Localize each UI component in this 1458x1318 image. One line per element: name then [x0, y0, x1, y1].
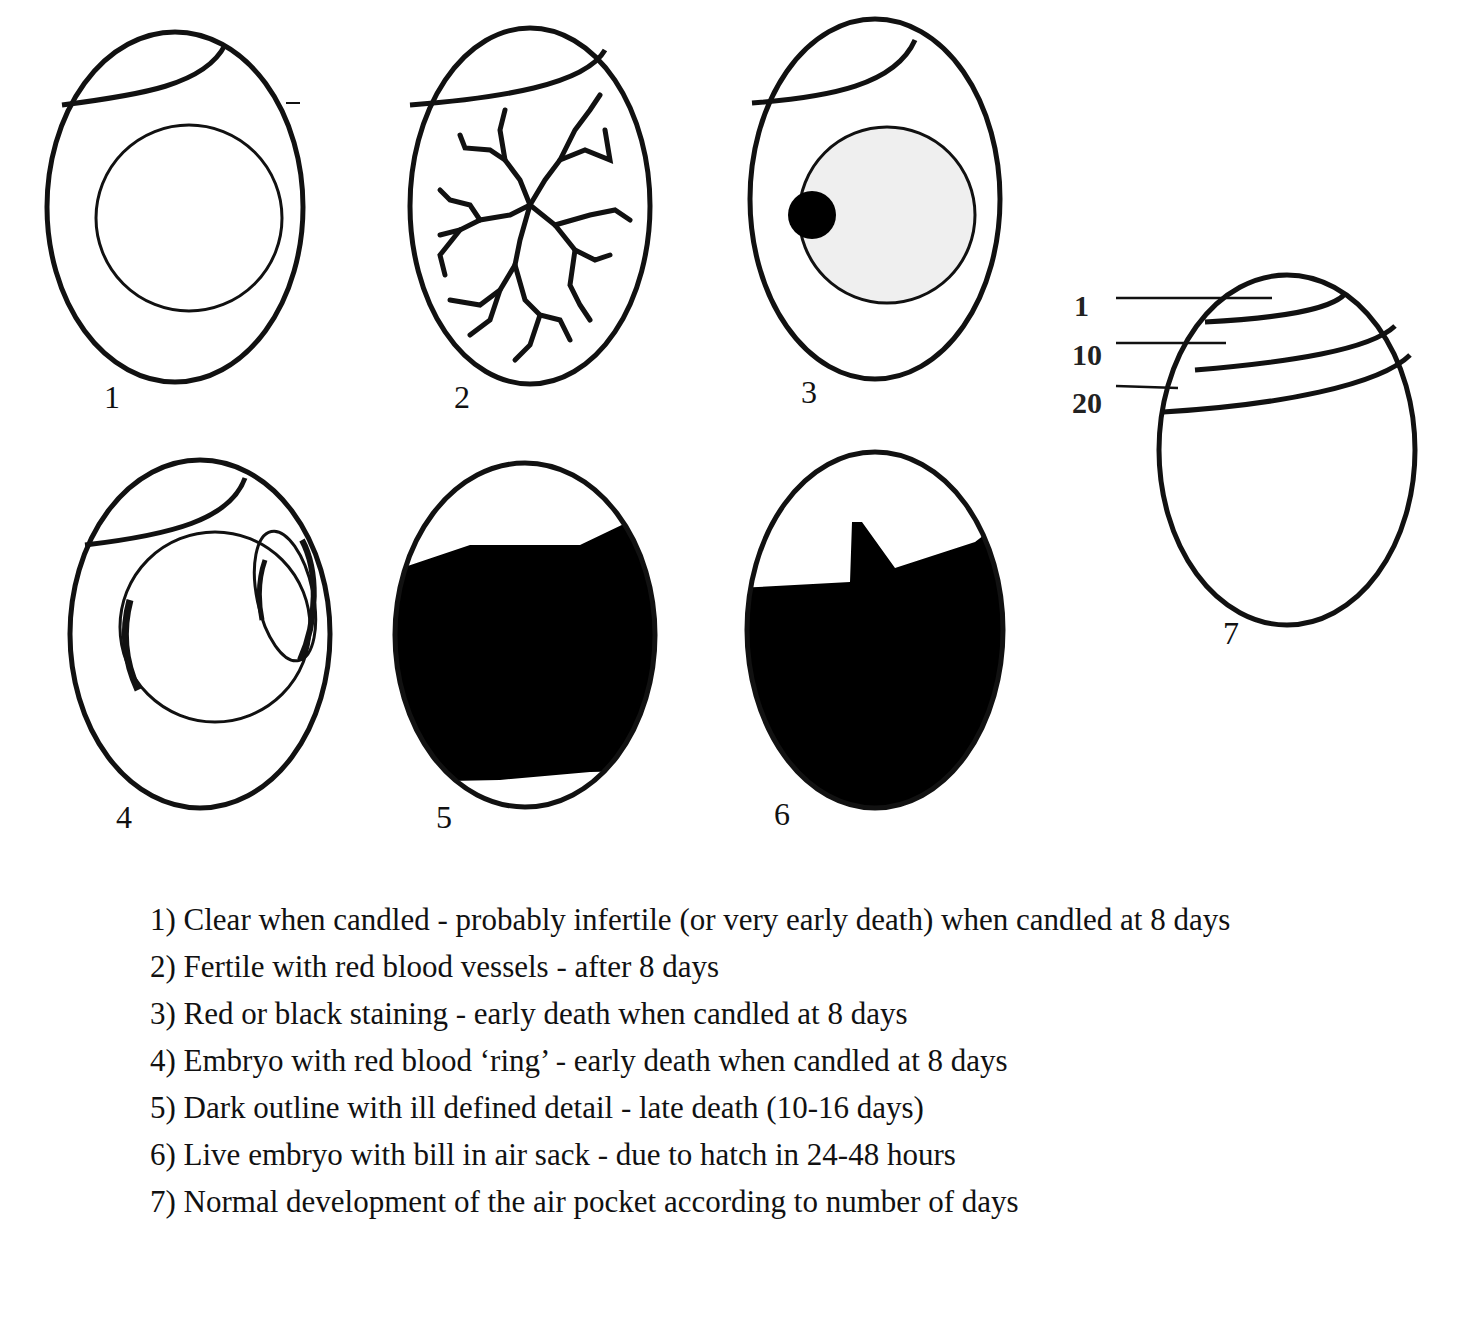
egg-number: 5: [436, 801, 452, 833]
note-line: 7) Normal development of the air pocket …: [150, 1178, 1350, 1225]
note-line: 4) Embryo with red blood ‘ring’ - early …: [150, 1037, 1350, 1084]
leader-line: [1116, 297, 1272, 300]
day-marker: 1: [1074, 291, 1089, 321]
blood-vessels: [440, 95, 630, 360]
egg-outline: [395, 463, 655, 807]
air-cell-line: [62, 45, 225, 105]
air-cell-line: [85, 478, 245, 545]
note-line: 6) Live embryo with bill in air sack - d…: [150, 1131, 1350, 1178]
egg-illustrations: [0, 0, 1458, 880]
egg-outline: [47, 32, 303, 382]
air-cell-line: [410, 50, 605, 105]
note-line: 3) Red or black staining - early death w…: [150, 990, 1350, 1037]
egg-stained: [750, 19, 1000, 379]
notes-block: 1) Clear when candled - probably inferti…: [150, 896, 1350, 1225]
vessel: [555, 210, 630, 225]
blood-ring-arc: [125, 600, 138, 690]
vessel: [500, 110, 505, 160]
egg-outline: [70, 460, 330, 808]
dark-stain: [788, 191, 836, 239]
vessel: [515, 315, 540, 360]
vessel: [560, 130, 610, 160]
leader-line: [1116, 342, 1226, 345]
day-marker: 20: [1072, 388, 1102, 418]
embryo-circle: [120, 532, 310, 722]
air-pocket-line: [1163, 355, 1410, 412]
egg-number: 3: [801, 376, 817, 408]
day-marker: 10: [1072, 340, 1102, 370]
egg-late-death: [390, 463, 665, 807]
egg-outline: [1159, 275, 1415, 625]
egg-air-pocket: [1116, 275, 1415, 625]
vessel: [460, 135, 530, 205]
blood-ring-arc: [259, 560, 265, 620]
egg-number: 4: [116, 801, 132, 833]
embryo-fill: [740, 515, 1010, 815]
note-line: 2) Fertile with red blood vessels - afte…: [150, 943, 1350, 990]
air-pocket-line: [1195, 326, 1395, 370]
egg-number: 7: [1223, 617, 1239, 649]
egg-fertile: [410, 28, 650, 384]
vessel: [440, 230, 460, 275]
note-line: 5) Dark outline with ill defined detail …: [150, 1084, 1350, 1131]
vessel: [570, 250, 590, 320]
egg-blood-ring: [70, 460, 330, 808]
note-line: 1) Clear when candled - probably inferti…: [150, 896, 1350, 943]
vessel: [515, 265, 570, 340]
egg-number: 1: [104, 381, 120, 413]
yolk-circle: [96, 125, 282, 311]
leader-line: [1116, 386, 1178, 388]
blood-ring-arc: [300, 540, 314, 660]
vessel: [450, 205, 530, 305]
egg-number: 6: [774, 798, 790, 830]
egg-number: 2: [454, 381, 470, 413]
egg-outline: [747, 452, 1003, 808]
vessel: [470, 290, 500, 335]
egg-clear: [47, 32, 303, 382]
tick-mark: [286, 102, 300, 104]
blood-ring: [244, 526, 326, 667]
vessel: [440, 190, 480, 220]
egg-outline: [410, 28, 650, 384]
vessel: [440, 205, 530, 235]
air-cell-line: [752, 40, 915, 103]
egg-near-hatch: [740, 452, 1010, 815]
egg-outline: [750, 19, 1000, 379]
